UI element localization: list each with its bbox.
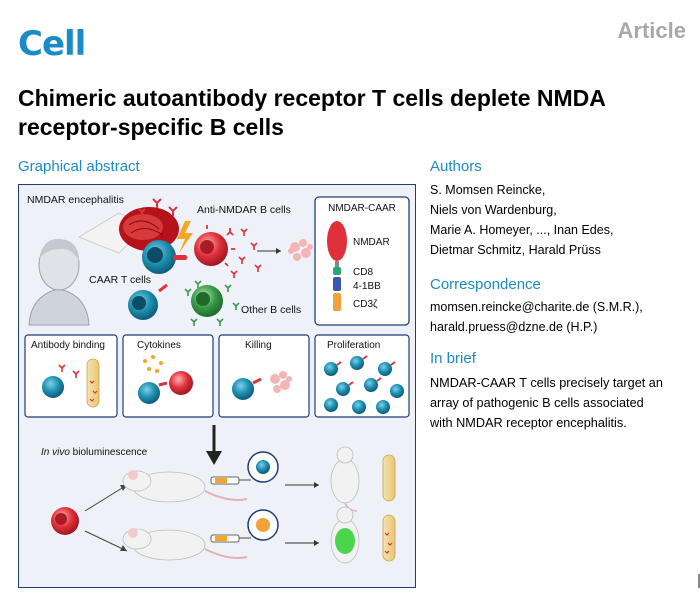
label-nmdar-caar: NMDAR-CAAR <box>328 203 396 214</box>
label-in-vivo-bioluminescence: In vivo bioluminescence <box>41 447 148 458</box>
syringe-upper-icon <box>210 476 251 485</box>
patient-head-illustration <box>28 238 90 326</box>
panel-antibody-binding: Antibody binding <box>24 334 118 418</box>
label-other-b-cells: Other B cells <box>241 304 301 316</box>
label-caar-t-cells: CAAR T cells <box>89 274 151 286</box>
tube-lower-icon <box>382 514 396 562</box>
journal-logo: Cell <box>18 24 86 64</box>
author-line: Dietmar Schmitz, Harald Prüss <box>430 243 601 257</box>
cd3z-domain-icon <box>333 293 341 311</box>
correspondence-email-link[interactable]: momsen.reincke@charite.de (S.M.R.), <box>430 300 643 314</box>
cd8-domain-icon <box>333 267 341 275</box>
tube-upper-icon <box>382 454 396 502</box>
syringe-lower-icon <box>210 534 251 543</box>
correspondence-email-link[interactable]: harald.pruess@dzne.de (H.P.) <box>430 320 598 334</box>
bioluminescence-signal-icon <box>335 528 355 554</box>
lysed-cell-debris-icon <box>288 239 313 261</box>
anti-nmdar-b-cell-icon <box>194 225 262 278</box>
caar-receptor-icon <box>173 255 187 260</box>
graphical-abstract-heading: Graphical abstract <box>18 158 140 175</box>
label-proliferation: Proliferation <box>327 340 380 351</box>
antibody-cluster-icon <box>138 198 178 216</box>
author-line: Niels von Wardenburg, <box>430 203 557 217</box>
label-antibody-binding: Antibody binding <box>31 340 105 351</box>
lightning-icon <box>177 221 193 253</box>
panel-cytokines: Cytokines <box>122 334 214 418</box>
label-cd3z: CD3ζ <box>353 299 378 310</box>
authors-heading: Authors <box>430 158 482 175</box>
mouse-upright-illustration <box>330 446 360 512</box>
panel-killing: Killing <box>218 334 310 418</box>
mouse-upper-illustration <box>122 470 248 503</box>
mouse-lower-illustration <box>122 528 248 561</box>
label-anti-nmdar-b-cells: Anti-NMDAR B cells <box>197 204 291 216</box>
label-cytokines: Cytokines <box>137 340 181 351</box>
article-type-label: Article <box>617 18 686 43</box>
correspondence-emails: momsen.reincke@charite.de (S.M.R.), hara… <box>430 297 692 337</box>
brain-section-illustration <box>78 207 179 254</box>
correspondence-heading: Correspondence <box>430 276 541 293</box>
label-4-1bb: 4-1BB <box>353 281 381 292</box>
4-1bb-domain-icon <box>333 277 341 291</box>
in-brief-line: NMDAR-CAAR T cells precisely target an <box>430 376 663 390</box>
in-brief-line: with NMDAR receptor encephalitis. <box>430 416 627 430</box>
in-brief-line: array of pathogenic B cells associated <box>430 396 644 410</box>
authors-list: S. Momsen Reincke, Niels von Wardenburg,… <box>430 180 692 260</box>
article-title: Chimeric autoantibody receptor T cells d… <box>18 85 606 140</box>
label-killing: Killing <box>245 340 272 351</box>
label-nmdar-encephalitis: NMDAR encephalitis <box>27 194 124 206</box>
panel-proliferation: Proliferation <box>314 334 410 418</box>
label-cd8: CD8 <box>353 267 373 278</box>
graphical-abstract-figure: NMDAR encephalitis Anti-NMDAR B cells CA… <box>18 184 416 588</box>
author-line: S. Momsen Reincke, <box>430 183 546 197</box>
nmdar-domain-icon <box>327 221 347 261</box>
author-line: Marie A. Homeyer, ..., Inan Edes, <box>430 223 614 237</box>
mouse-upright-glowing-illustration <box>330 506 360 564</box>
page-edge-mark <box>698 574 700 588</box>
in-brief-heading: In brief <box>430 350 476 367</box>
in-brief-summary: NMDAR-CAAR T cells precisely target an a… <box>430 373 692 433</box>
label-nmdar: NMDAR <box>353 237 390 248</box>
